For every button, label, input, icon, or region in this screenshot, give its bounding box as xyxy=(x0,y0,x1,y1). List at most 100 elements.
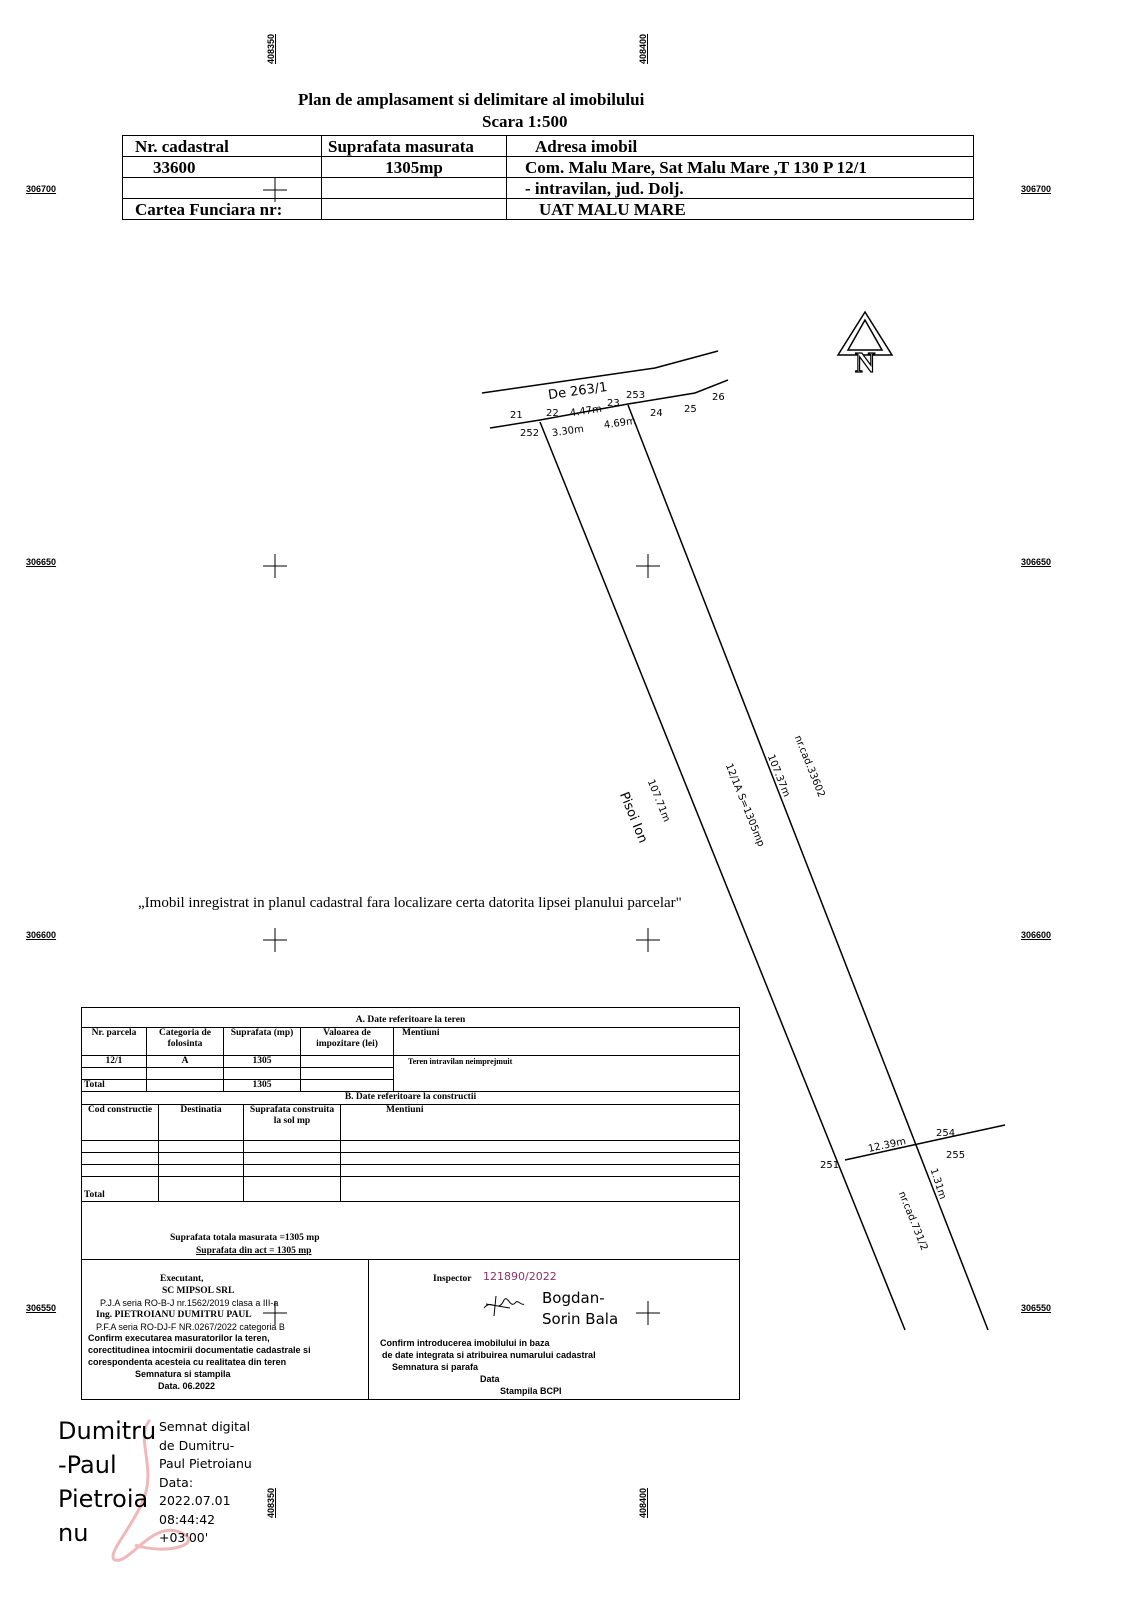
point-label: 252 xyxy=(520,428,540,439)
point-label: 253 xyxy=(626,390,646,401)
pdf-signature-watermark-icon xyxy=(111,1418,190,1562)
executant-signature-label: Semnatura si stampila xyxy=(135,1369,231,1379)
total-label: Total xyxy=(81,1176,159,1202)
suprafata-label: Suprafata masurata xyxy=(321,135,507,157)
cell xyxy=(81,1164,159,1177)
data-table-block: A. Date referitoare la teren Nr. parcela… xyxy=(81,1007,740,1400)
cell xyxy=(158,1164,244,1177)
signature-detail-line: Paul Pietroianu xyxy=(159,1456,252,1471)
executant-pfa: P.F.A seria RO-DJ-F NR.0267/2022 categor… xyxy=(96,1322,285,1332)
total-measured: Suprafata totala masurata =1305 mp xyxy=(170,1233,320,1243)
grid-y-label: 306600 xyxy=(1021,930,1052,940)
cell: A xyxy=(146,1055,224,1068)
executant-date: Data. 06.2022 xyxy=(158,1381,216,1391)
property-header-table: Nr. cadastral Suprafata masurata Adresa … xyxy=(122,135,974,220)
total-value: 1305 xyxy=(223,1079,301,1092)
grid-y-label: 306600 xyxy=(26,930,57,940)
parcel-south-boundary xyxy=(844,1139,937,1161)
road-north-edge xyxy=(481,350,719,394)
executant-company: SC MIPSOL SRL xyxy=(162,1286,235,1296)
point-label: 24 xyxy=(650,408,663,419)
signer-name-line: Dumitru xyxy=(58,1417,157,1445)
cell xyxy=(158,1176,244,1202)
inspector-signature-icon xyxy=(483,1295,525,1317)
cadastral-note: „Imobil inregistrat in planul cadastral … xyxy=(138,895,682,911)
th: Mentiuni xyxy=(340,1104,740,1141)
plan-scale: Scara 1:500 xyxy=(482,112,568,131)
cell xyxy=(81,1152,159,1165)
point-label: 22 xyxy=(546,408,559,419)
adresa-line1: Com. Malu Mare, Sat Malu Mare ,T 130 P 1… xyxy=(506,156,974,178)
cell xyxy=(81,1140,159,1153)
th: Destinatia xyxy=(158,1104,244,1141)
inspector-signature-label: Semnatura si parafa xyxy=(392,1362,479,1372)
point-label: 254 xyxy=(936,1128,956,1139)
grid-y-label: 306700 xyxy=(1021,184,1052,194)
total-act: Suprafata din act = 1305 mp xyxy=(196,1246,312,1256)
neighbor-boundary xyxy=(935,1124,1006,1141)
inspector-stamp-label: Stampila BCPI xyxy=(500,1386,562,1396)
table-b-title: B. Date referitoare la constructii xyxy=(344,1092,477,1102)
inspector-label: Inspector xyxy=(433,1274,472,1284)
grid-crosses xyxy=(263,178,660,1325)
signature-detail-line: 2022.07.01 xyxy=(159,1493,231,1508)
executant-label: Executant, xyxy=(160,1274,204,1284)
signature-detail-line: +03'00' xyxy=(159,1530,209,1545)
inspector-date-label: Data xyxy=(480,1374,500,1384)
signature-detail-line: Semnat digital xyxy=(159,1419,251,1434)
th: Categoria de folosinta xyxy=(146,1027,224,1056)
th: Nr. parcela xyxy=(81,1027,147,1056)
cell xyxy=(81,1067,147,1080)
point-label: 23 xyxy=(607,398,620,409)
parcel-west-boundary xyxy=(539,421,906,1331)
total-label: Total xyxy=(81,1079,147,1092)
signer-name-line: Pietroia xyxy=(58,1485,149,1513)
plan-title: Plan de amplasament si delimitare al imo… xyxy=(298,90,645,109)
svg-text:N: N xyxy=(855,348,875,379)
cell xyxy=(300,1067,394,1080)
executant-engineer: Ing. PIETROIANU DUMITRU PAUL xyxy=(96,1310,252,1320)
executant-pja: P.J.A seria RO-B-J nr.1562/2019 clasa a … xyxy=(100,1298,279,1308)
signer-name-line: -Paul xyxy=(58,1451,117,1479)
cell xyxy=(158,1152,244,1165)
cell xyxy=(243,1176,341,1202)
cell xyxy=(340,1164,740,1177)
grid-y-label: 306650 xyxy=(1021,557,1052,567)
cell xyxy=(146,1067,224,1080)
cell xyxy=(340,1140,740,1153)
point-label: 251 xyxy=(820,1160,840,1171)
th: Mentiuni xyxy=(393,1027,740,1056)
executant-text: corectitudinea intocmirii documentatie c… xyxy=(88,1345,311,1355)
point-label: 25 xyxy=(684,404,697,415)
inspector-text: de date integrata si atribuirea numarulu… xyxy=(382,1350,596,1360)
inspector-name: Sorin Bala xyxy=(542,1310,619,1328)
executant-text: corespondenta acesteia cu realitatea din… xyxy=(88,1357,287,1367)
cell xyxy=(243,1164,341,1177)
th: Cod constructie xyxy=(81,1104,159,1141)
cell xyxy=(300,1055,394,1068)
grid-y-label: 306650 xyxy=(26,557,57,567)
signature-detail-line: de Dumitru- xyxy=(159,1437,235,1453)
divider xyxy=(82,1259,739,1260)
cell xyxy=(223,1067,301,1080)
grid-y-label: 306550 xyxy=(1021,1303,1052,1313)
inspector-text: Confirm introducerea imobilului in baza xyxy=(380,1338,550,1348)
point-label: 255 xyxy=(946,1150,966,1161)
table-a-title: A. Date referitoare la teren xyxy=(355,1015,466,1025)
table-a: Nr. parcela Categoria de folosinta Supra… xyxy=(81,1027,740,1092)
cell xyxy=(158,1140,244,1153)
cell xyxy=(243,1140,341,1153)
digital-signature-details: Semnat digital de Dumitru- Paul Pietroia… xyxy=(159,1418,252,1548)
signature-detail-line: Data: xyxy=(159,1474,194,1490)
th: Suprafata construita la sol mp xyxy=(243,1104,341,1141)
cell xyxy=(340,1152,740,1165)
cell xyxy=(300,1079,394,1092)
cell xyxy=(243,1152,341,1165)
th: Suprafata (mp) xyxy=(223,1027,301,1056)
point-label: 26 xyxy=(712,392,725,403)
uat: UAT MALU MARE xyxy=(506,198,974,220)
cell xyxy=(340,1176,740,1202)
signature-detail-line: 08:44:42 xyxy=(159,1511,216,1527)
